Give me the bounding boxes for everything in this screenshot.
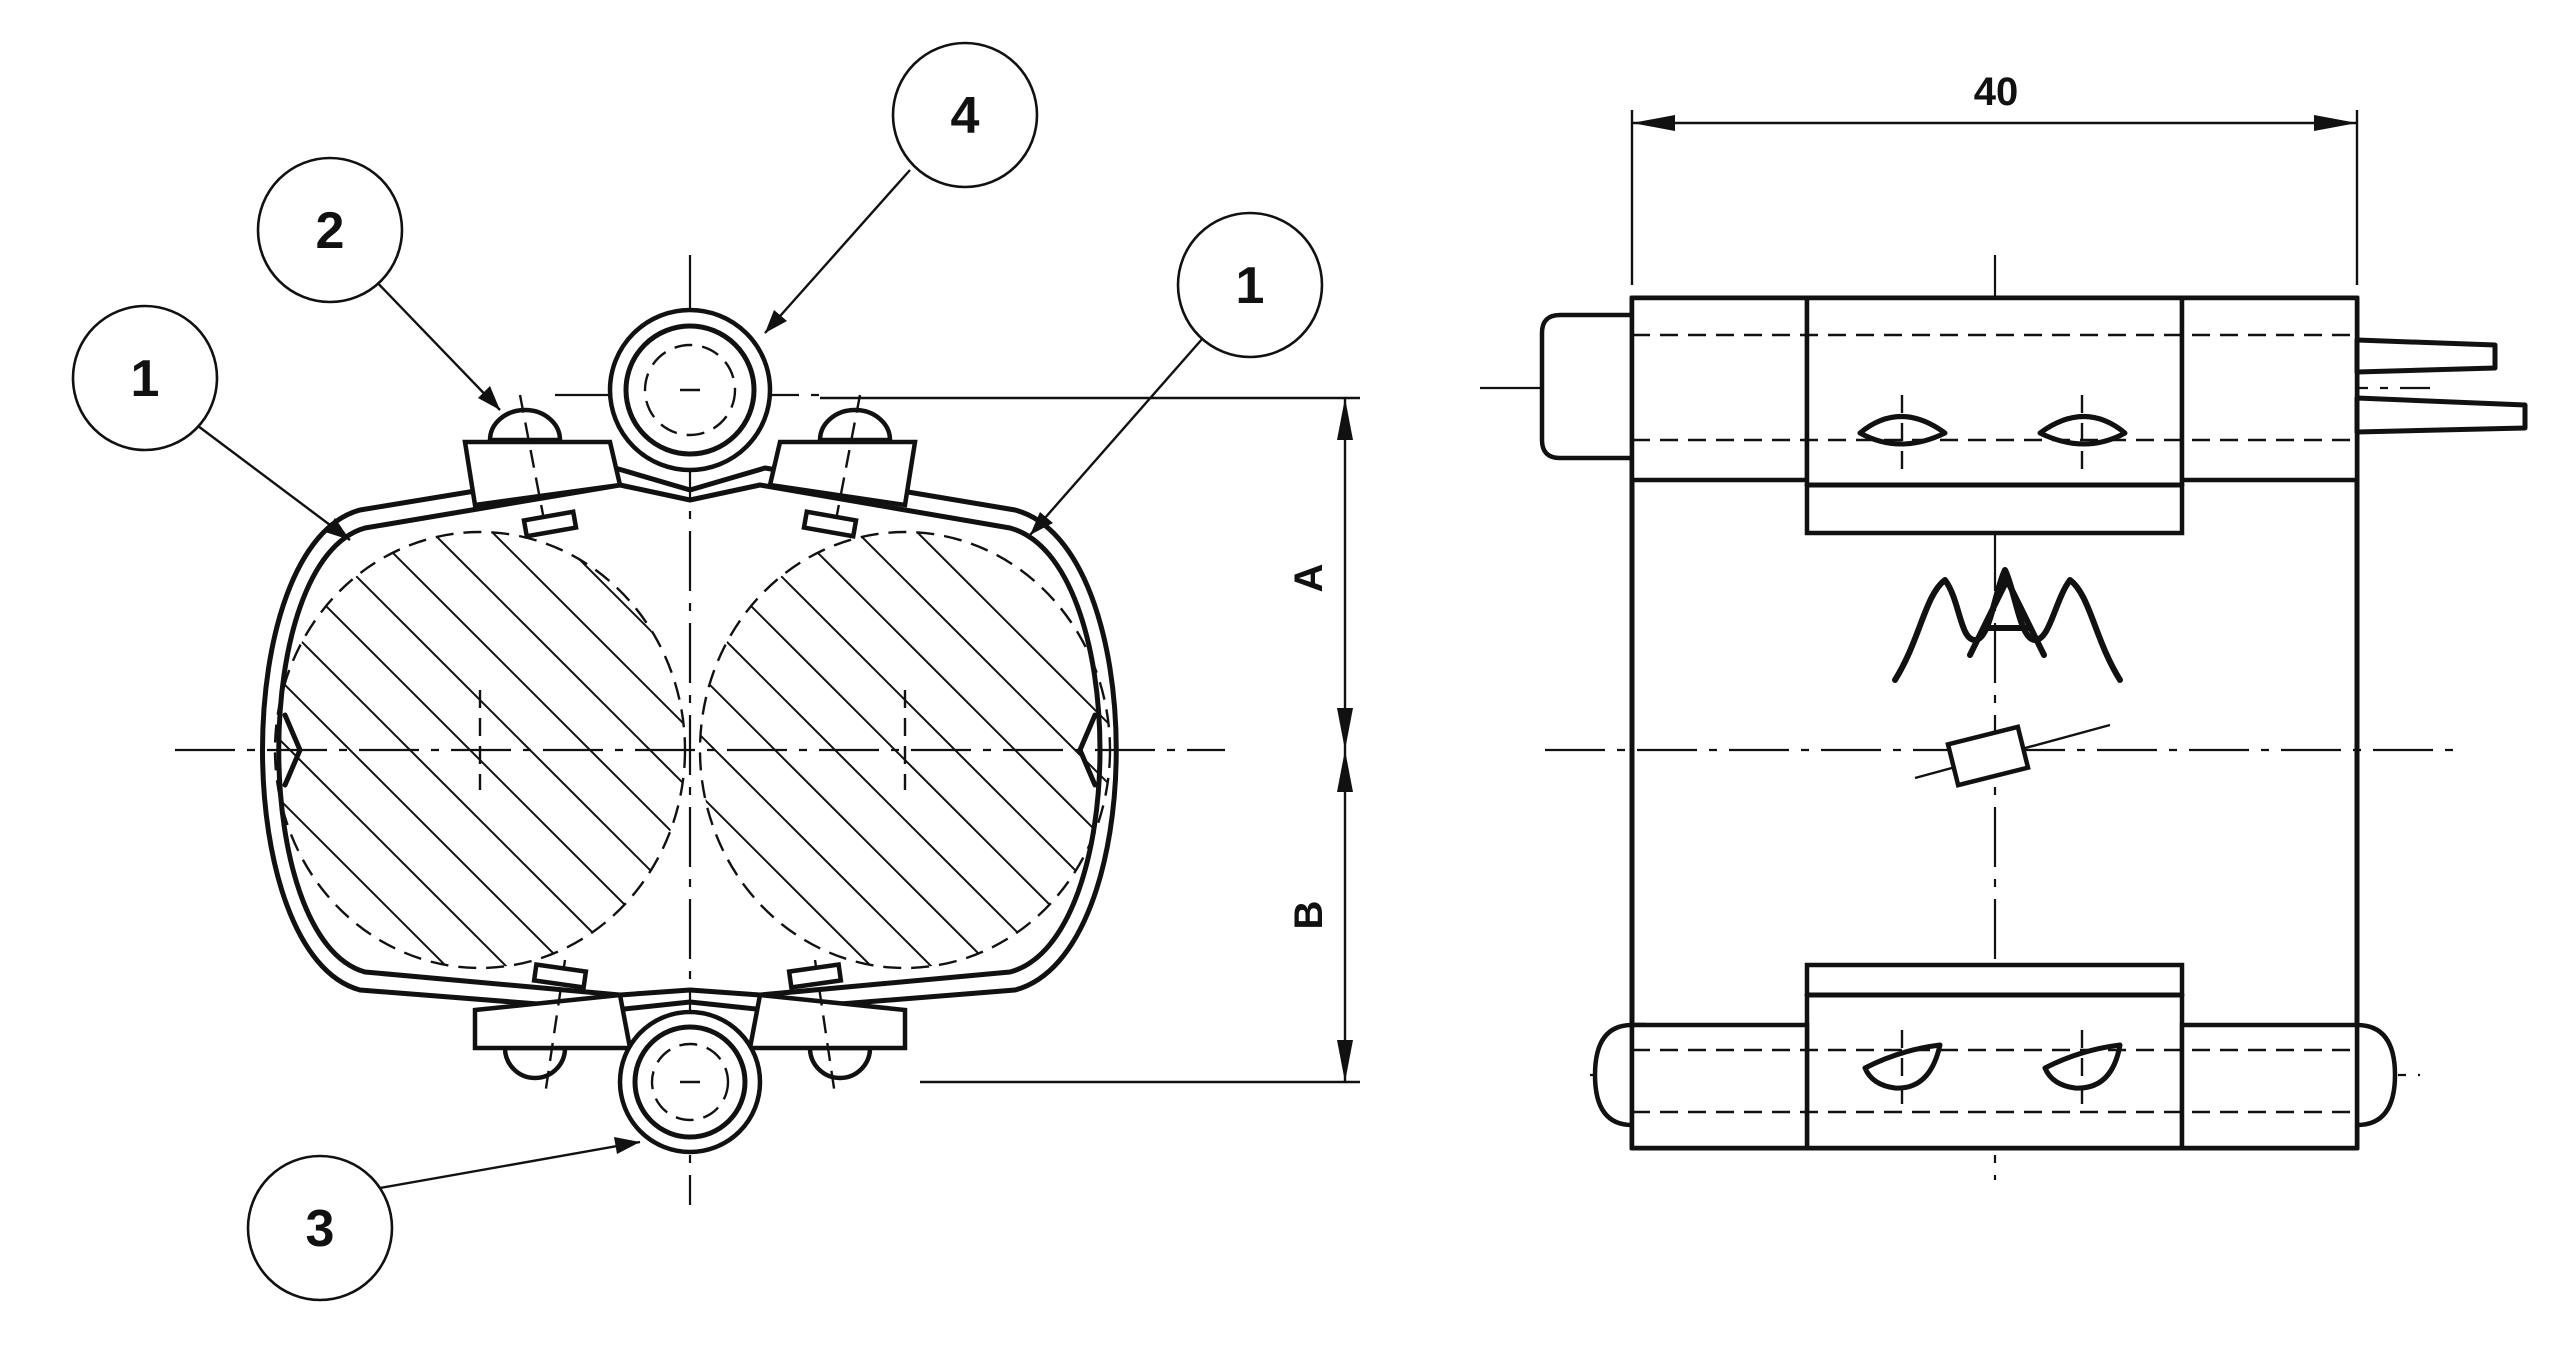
manufacturer-logo (1892, 567, 2123, 683)
dimension-a-b: A B (820, 396, 1360, 1084)
dimension-width: 40 (1630, 70, 2359, 285)
svg-text:2: 2 (316, 202, 345, 260)
notch-left (282, 712, 303, 788)
section-view: A B 1 2 4 (71, 41, 1360, 1302)
bottom-bolts (472, 959, 908, 1096)
balloon-3: 3 (246, 1154, 394, 1302)
bottom-hinge-side (1592, 962, 2398, 1151)
top-hinge-side (1539, 295, 2528, 536)
svg-text:1: 1 (131, 350, 160, 408)
balloon-1-left: 1 (71, 304, 219, 452)
side-view: 40 (1480, 70, 2528, 1180)
conductor-right (698, 530, 1112, 970)
dimension-a-label: A (1287, 564, 1331, 593)
notch-right (1077, 712, 1098, 788)
clamp-body-outer (260, 465, 1119, 1013)
top-bolts (462, 394, 918, 539)
balloon-1-right: 1 (1176, 211, 1324, 359)
balloon-4: 4 (891, 41, 1039, 189)
svg-text:3: 3 (306, 1200, 335, 1258)
dimension-b-label: B (1287, 901, 1331, 930)
svg-text:4: 4 (951, 87, 980, 145)
clamp-body-inner (276, 482, 1103, 998)
dimension-width-label: 40 (1974, 70, 2019, 114)
top-hinge (607, 307, 773, 473)
leader-lines (189, 169, 1211, 1190)
balloon-2: 2 (256, 156, 404, 304)
conductor-left (273, 530, 687, 970)
bottom-hinge (617, 1009, 763, 1155)
center-marker (1914, 723, 2111, 788)
svg-text:1: 1 (1236, 257, 1265, 315)
